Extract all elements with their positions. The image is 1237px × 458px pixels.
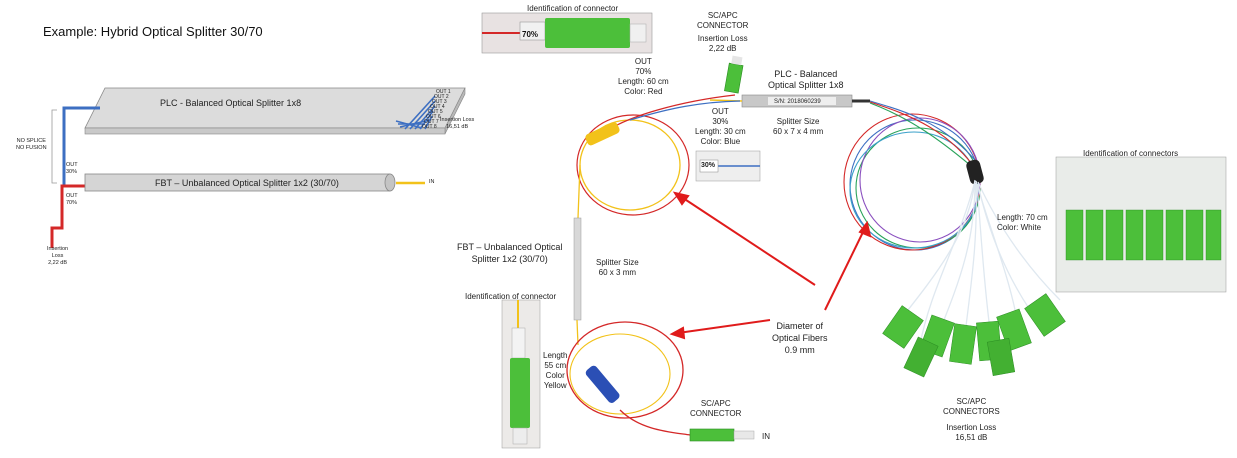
length70-line2: Color: White: [997, 223, 1042, 232]
no-fusion: NO FUSION: [16, 145, 47, 151]
out30-photo-line1: OUT: [711, 107, 729, 116]
diameter-line1: Diameter of: [776, 321, 824, 331]
out-label: OUT 8: [422, 124, 437, 130]
out-label: OUT 4: [430, 104, 445, 110]
connector-bundle: [882, 293, 1066, 378]
out-label: OUT 3: [432, 99, 447, 105]
diameter-arrows: [669, 191, 872, 340]
scapc-conns-line1: SC/APC: [956, 397, 987, 406]
out30-photo-line2: 30%: [712, 117, 729, 126]
plc-photo-line1: PLC - Balanced: [774, 69, 838, 79]
out30-line1: OUT: [66, 162, 78, 168]
plc-out-labels: OUT 1 OUT 2 OUT 3 OUT 4 OUT 5 OUT 6 OUT …: [422, 89, 451, 130]
plc-serial: S/N: 2018060239: [774, 99, 821, 105]
scapc-top-line3: Insertion Loss: [697, 34, 748, 43]
length70-line1: Length: 70 cm: [997, 213, 1048, 222]
diameter-line2: Optical Fibers: [772, 333, 828, 343]
scapc-top-line4: 2,22 dB: [708, 44, 737, 53]
diameter-line3: 0.9 mm: [784, 345, 815, 355]
fbt-photo-line1: FBT – Unbalanced Optical: [457, 242, 563, 252]
fbt-insertion-loss: Insertion Loss 2,22 dB: [47, 246, 68, 267]
tag-30: 30%: [701, 162, 716, 169]
plc-label: PLC - Balanced Optical Splitter 1x8: [160, 98, 302, 108]
out70-photo-label: OUT 70% Length: 60 cm Color: Red: [618, 57, 669, 97]
scapc-top-line1: SC/APC: [707, 11, 738, 20]
fbt-photo-label: FBT – Unbalanced Optical Splitter 1x2 (3…: [457, 241, 562, 265]
yellow-length-line4: Yellow: [543, 381, 567, 390]
scapc-conns-line4: 16,51 dB: [955, 433, 988, 442]
ident-connector-left: Identification of connector: [465, 292, 557, 301]
fbt-label: FBT – Unbalanced Optical Splitter 1x2 (3…: [155, 178, 339, 188]
plc-loss-line1: Insertion Loss: [440, 117, 475, 123]
fbt-size-line1: Splitter Size: [596, 258, 639, 267]
scapc-conns-line3: Insertion Loss: [946, 423, 997, 432]
no-splice-note: NO SPLICE NO FUSION: [16, 138, 47, 152]
plc-size-line2: 60 x 7 x 4 mm: [773, 127, 824, 136]
ident-connector-top: Identification of connector: [527, 4, 619, 13]
connectors-closeup: [1055, 156, 1227, 293]
plc-output-fibers: [395, 95, 436, 130]
fbt-photo-line2: Splitter 1x2 (30/70): [471, 254, 548, 264]
schematic-out70: OUT 70%: [66, 193, 78, 207]
out30-line2: 30%: [66, 169, 78, 175]
splitter-photo: [481, 12, 1227, 449]
out-label: OUT 5: [428, 109, 443, 115]
scapc-bottom-line1: SC/APC: [700, 399, 731, 408]
connector-closeup-top: [481, 12, 653, 54]
yellow-length-line2: 55 cm: [544, 361, 567, 370]
scapc-bottom-label: SC/APC CONNECTOR: [690, 399, 741, 419]
plc-box-top: [84, 87, 466, 129]
out-label: OUT 2: [434, 94, 449, 100]
diameter-label: Diameter of Optical Fibers 0.9 mm: [772, 320, 828, 356]
yellow-connector-closeup: [501, 299, 541, 449]
out-label: OUT 6: [426, 114, 441, 120]
out30-photo-label: OUT 30% Length: 30 cm Color: Blue: [695, 107, 746, 147]
plc-photo-label: PLC - Balanced Optical Splitter 1x8: [768, 69, 844, 91]
schematic-in: IN: [429, 179, 435, 185]
schematic-diagram: [50, 87, 466, 248]
connector-in: [689, 428, 755, 442]
schematic-out30: OUT 30%: [66, 162, 78, 176]
page-title: Example: Hybrid Optical Splitter 30/70: [43, 24, 263, 39]
out70-photo-line4: Color: Red: [624, 87, 663, 96]
plc-size-line1: Splitter Size: [776, 117, 820, 126]
out30-photo-line4: Color: Blue: [700, 137, 741, 146]
red-fiber-70: [50, 184, 85, 248]
fbt-loss-line3: 2,22 dB: [48, 260, 68, 266]
fbt-device: [573, 217, 582, 321]
scapc-top-label: SC/APC CONNECTOR Insertion Loss 2,22 dB: [697, 11, 748, 54]
yellow-length-label: Length 55 cm Color Yellow: [543, 351, 567, 391]
tag-70: 70%: [522, 30, 539, 39]
ident-connectors: Identification of connectors: [1083, 149, 1179, 158]
fbt-size-label: Splitter Size 60 x 3 mm: [596, 258, 639, 278]
plc-size-label: Splitter Size 60 x 7 x 4 mm: [773, 117, 823, 137]
out70-photo-line1: OUT: [634, 57, 652, 66]
length70-label: Length: 70 cm Color: White: [997, 213, 1048, 233]
out70-photo-line3: Length: 60 cm: [618, 77, 669, 86]
blue-connector-closeup: [695, 150, 761, 182]
scapc-bottom-line2: CONNECTOR: [690, 409, 742, 418]
photo-in-label: IN: [762, 432, 770, 441]
connector-top: [724, 55, 744, 94]
yellow-length-line1: Length: [543, 351, 568, 360]
plc-insertion-loss: Insertion Loss 16,51 dB: [440, 117, 474, 131]
scapc-connectors-label: SC/APC CONNECTORS Insertion Loss 16,51 d…: [943, 397, 1000, 443]
out-label: OUT 1: [436, 89, 451, 95]
plc-photo-line2: Optical Splitter 1x8: [768, 80, 844, 90]
fbt-size-line2: 60 x 3 mm: [598, 268, 637, 277]
out70-photo-line2: 70%: [635, 67, 652, 76]
scapc-conns-line2: CONNECTORS: [943, 407, 1000, 416]
fbt-loss-line2: Loss: [51, 253, 64, 259]
no-splice: NO SPLICE: [16, 138, 46, 144]
fbt-loss-line1: Insertion: [47, 246, 69, 252]
out30-photo-line3: Length: 30 cm: [695, 127, 746, 136]
out70-line1: OUT: [66, 193, 78, 199]
plc-loss-line2: 16,51 dB: [446, 124, 469, 130]
scapc-top-line2: CONNECTOR: [697, 21, 749, 30]
out70-line2: 70%: [66, 200, 78, 206]
yellow-length-line3: Color: [545, 371, 565, 380]
out-label: OUT 7: [424, 119, 439, 125]
